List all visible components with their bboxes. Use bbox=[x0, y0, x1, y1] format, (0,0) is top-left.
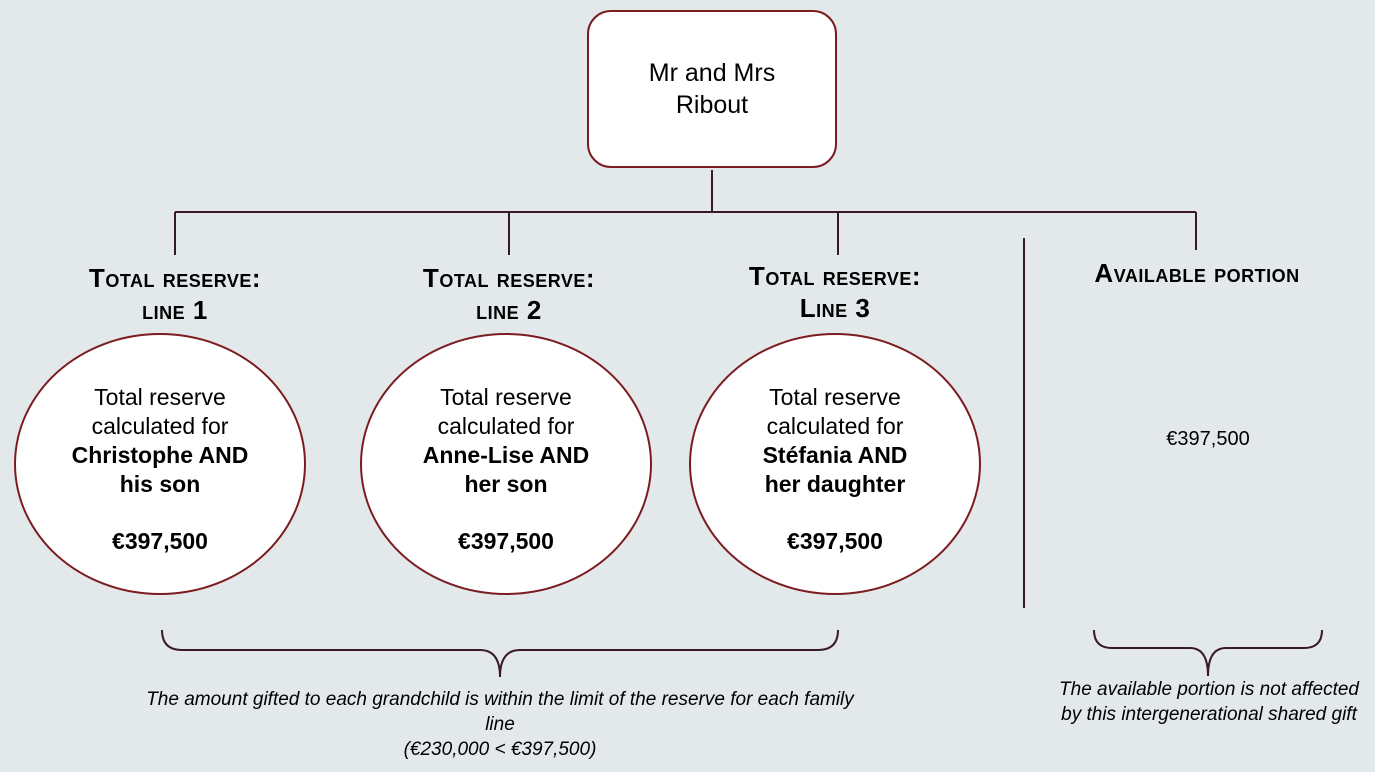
line-2-reserve-ellipse: Total reserve calculated for Anne-Lise A… bbox=[360, 333, 652, 595]
line-1-desc: Total reserve calculated for bbox=[91, 384, 229, 439]
line-1-beneficiaries: Christophe AND his son bbox=[71, 442, 249, 497]
available-note: The available portion is not affected by… bbox=[1059, 679, 1359, 725]
available-brace bbox=[1093, 629, 1323, 677]
root-node-box: Mr and Mrs Ribout bbox=[587, 10, 837, 168]
available-portion-title: Available portion bbox=[1094, 258, 1300, 288]
line-3-reserve-ellipse: Total reserve calculated for Stéfania AN… bbox=[689, 333, 981, 595]
line-1-reserve-ellipse: Total reserve calculated for Christophe … bbox=[14, 333, 306, 595]
line-2-beneficiaries: Anne-Lise AND her son bbox=[422, 442, 590, 497]
line-1-amount: €397,500 bbox=[112, 528, 208, 554]
line-3-amount: €397,500 bbox=[787, 528, 883, 554]
line-2-amount: €397,500 bbox=[458, 528, 554, 554]
line-3-title: Total reserve: Line 3 bbox=[748, 261, 922, 323]
reserve-note-text: The amount gifted to each grandchild is … bbox=[146, 689, 854, 735]
line-1-title: Total reserve: line 1 bbox=[88, 263, 262, 325]
available-portion-value: €397,500 bbox=[1166, 428, 1250, 450]
reserve-note-comparison: (€230,000 < €397,500) bbox=[403, 739, 597, 760]
root-node-label: Mr and Mrs Ribout bbox=[648, 59, 776, 119]
line-2-desc: Total reserve calculated for bbox=[437, 384, 575, 439]
line-3-desc: Total reserve calculated for bbox=[766, 384, 904, 439]
line-2-title: Total reserve: line 2 bbox=[422, 263, 596, 325]
reserve-brace bbox=[161, 629, 839, 678]
line-3-beneficiaries: Stéfania AND her daughter bbox=[762, 442, 908, 497]
reserve-note: The amount gifted to each grandchild is … bbox=[140, 687, 860, 762]
